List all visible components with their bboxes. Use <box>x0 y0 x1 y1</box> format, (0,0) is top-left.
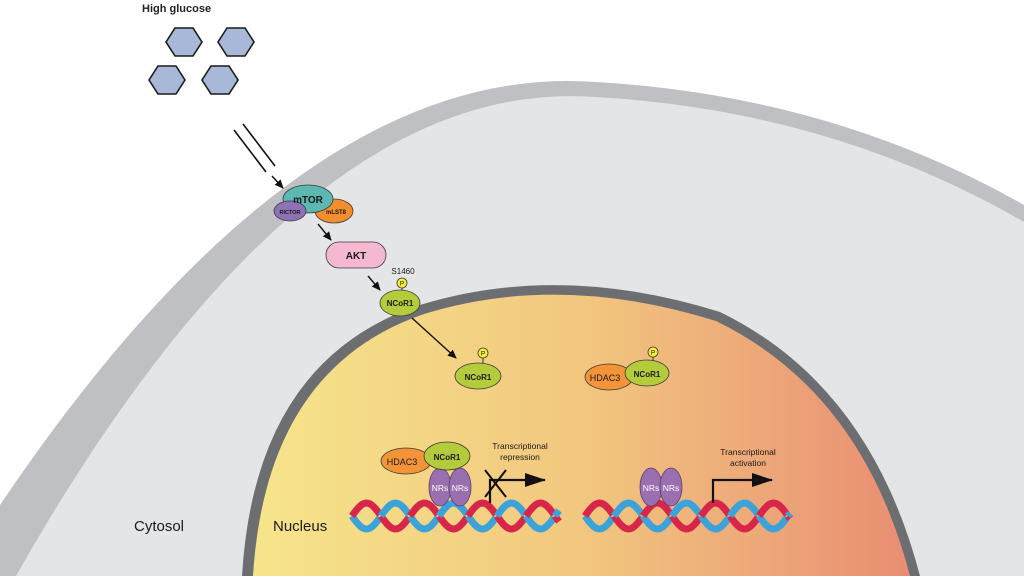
dna-strand-segment <box>727 513 761 533</box>
phospho-group-1 <box>396 277 408 289</box>
arrow-to-nucleus <box>411 317 457 359</box>
s1460-label: S1460 <box>391 267 415 276</box>
repression-label-line1: Transcriptional <box>492 441 548 451</box>
glucose-molecule-2 <box>217 27 255 57</box>
arrow-to-akt <box>317 223 332 241</box>
phospho-group-3 <box>647 346 659 358</box>
hdac3-label-bound: HDAC3 <box>387 457 418 467</box>
dna-strand-segment <box>611 499 645 519</box>
nucleus-label: Nucleus <box>273 518 327 535</box>
dna-strand-segment <box>407 499 441 519</box>
dna-strand-segment <box>582 499 616 519</box>
dna-strand-segment <box>669 513 703 533</box>
rictor-label: RICTOR <box>280 210 301 216</box>
phospho-label-2: P <box>481 351 485 358</box>
ncor1-nuclear <box>454 362 502 390</box>
dna-strand-segment <box>436 513 470 533</box>
ncor1-cytosol <box>379 289 421 317</box>
dna-strand-segment <box>349 499 383 519</box>
ncor1-bound <box>423 441 471 471</box>
cytosol-label: Cytosol <box>134 518 184 535</box>
ncor1-label-nuclear: NCoR1 <box>465 373 492 382</box>
dna-strand-segment <box>465 499 499 519</box>
glucose-molecule-4 <box>201 65 239 95</box>
dna-strand-segment <box>378 499 412 519</box>
repression-cross-2 <box>484 469 507 498</box>
dna-strand-segment <box>407 513 441 533</box>
nrs-label-right-1: NRs <box>643 483 660 493</box>
akt-protein <box>325 241 387 269</box>
dna-strand-segment <box>756 499 790 519</box>
dna-strand-segment <box>552 508 562 519</box>
dna-strand-segment <box>494 513 528 533</box>
dna-strand-segment <box>698 513 732 533</box>
signal-line-2 <box>242 123 276 167</box>
nrs-label-right-2: NRs <box>663 483 680 493</box>
nrs-label-left-2: NRs <box>452 483 469 493</box>
glucose-molecules <box>148 27 255 95</box>
dna-strand-segment <box>349 513 383 533</box>
dna-strand-segment <box>523 499 557 519</box>
rictor-protein <box>273 200 307 222</box>
dna-strand-segment <box>669 499 703 519</box>
activation-arrow <box>711 473 773 503</box>
arrow-to-mtor <box>271 175 284 189</box>
ncor1-label-cytosol: NCoR1 <box>387 299 414 308</box>
ncor1-free <box>624 359 670 387</box>
signal-line-1 <box>233 129 267 173</box>
activation-label-line1: Transcriptional <box>720 447 776 457</box>
dna-strand-segment <box>785 513 793 521</box>
repression-arrow <box>488 473 546 503</box>
mtor-label: mTOR <box>293 195 324 206</box>
akt-label: AKT <box>346 251 367 262</box>
dna-strand-segment <box>611 513 645 533</box>
dna-helix-right <box>582 499 793 533</box>
dna-strand-segment <box>785 511 793 519</box>
dna-strand-segment <box>698 499 732 519</box>
nrs-label-left-1: NRs <box>432 483 449 493</box>
mtorc2-complex: mTOR RICTOR mLST8 <box>273 184 354 224</box>
dna-strand-segment <box>465 513 499 533</box>
ncor1-label-free: NCoR1 <box>634 370 661 379</box>
dna-strand-segment <box>523 513 557 533</box>
hdac3-label-free: HDAC3 <box>590 373 621 383</box>
phospho-group-2 <box>477 347 489 359</box>
dna-helix-left <box>349 499 562 533</box>
nr-right-2 <box>659 467 683 507</box>
activation-label-line2: activation <box>730 458 766 468</box>
repression-label-line2: repression <box>500 452 540 462</box>
dna-strand-segment <box>436 499 470 519</box>
phospho-label-1: P <box>400 281 404 288</box>
phospho-label-3: P <box>651 350 655 357</box>
dna-strand-segment <box>552 513 562 524</box>
dna-strand-segment <box>378 513 412 533</box>
dna-strand-segment <box>582 513 616 533</box>
dna-strand-segment <box>494 499 528 519</box>
arrow-to-ncor1 <box>367 275 381 291</box>
glucose-molecule-1 <box>165 27 203 57</box>
mlst8-label: mLST8 <box>326 210 347 216</box>
dna-strand-segment <box>756 513 790 533</box>
dna-strand-segment <box>640 513 674 533</box>
dna-strand-segment <box>727 499 761 519</box>
high-glucose-label: High glucose <box>142 3 211 15</box>
glucose-molecule-3 <box>148 65 186 95</box>
ncor1-label-bound: NCoR1 <box>434 453 461 462</box>
